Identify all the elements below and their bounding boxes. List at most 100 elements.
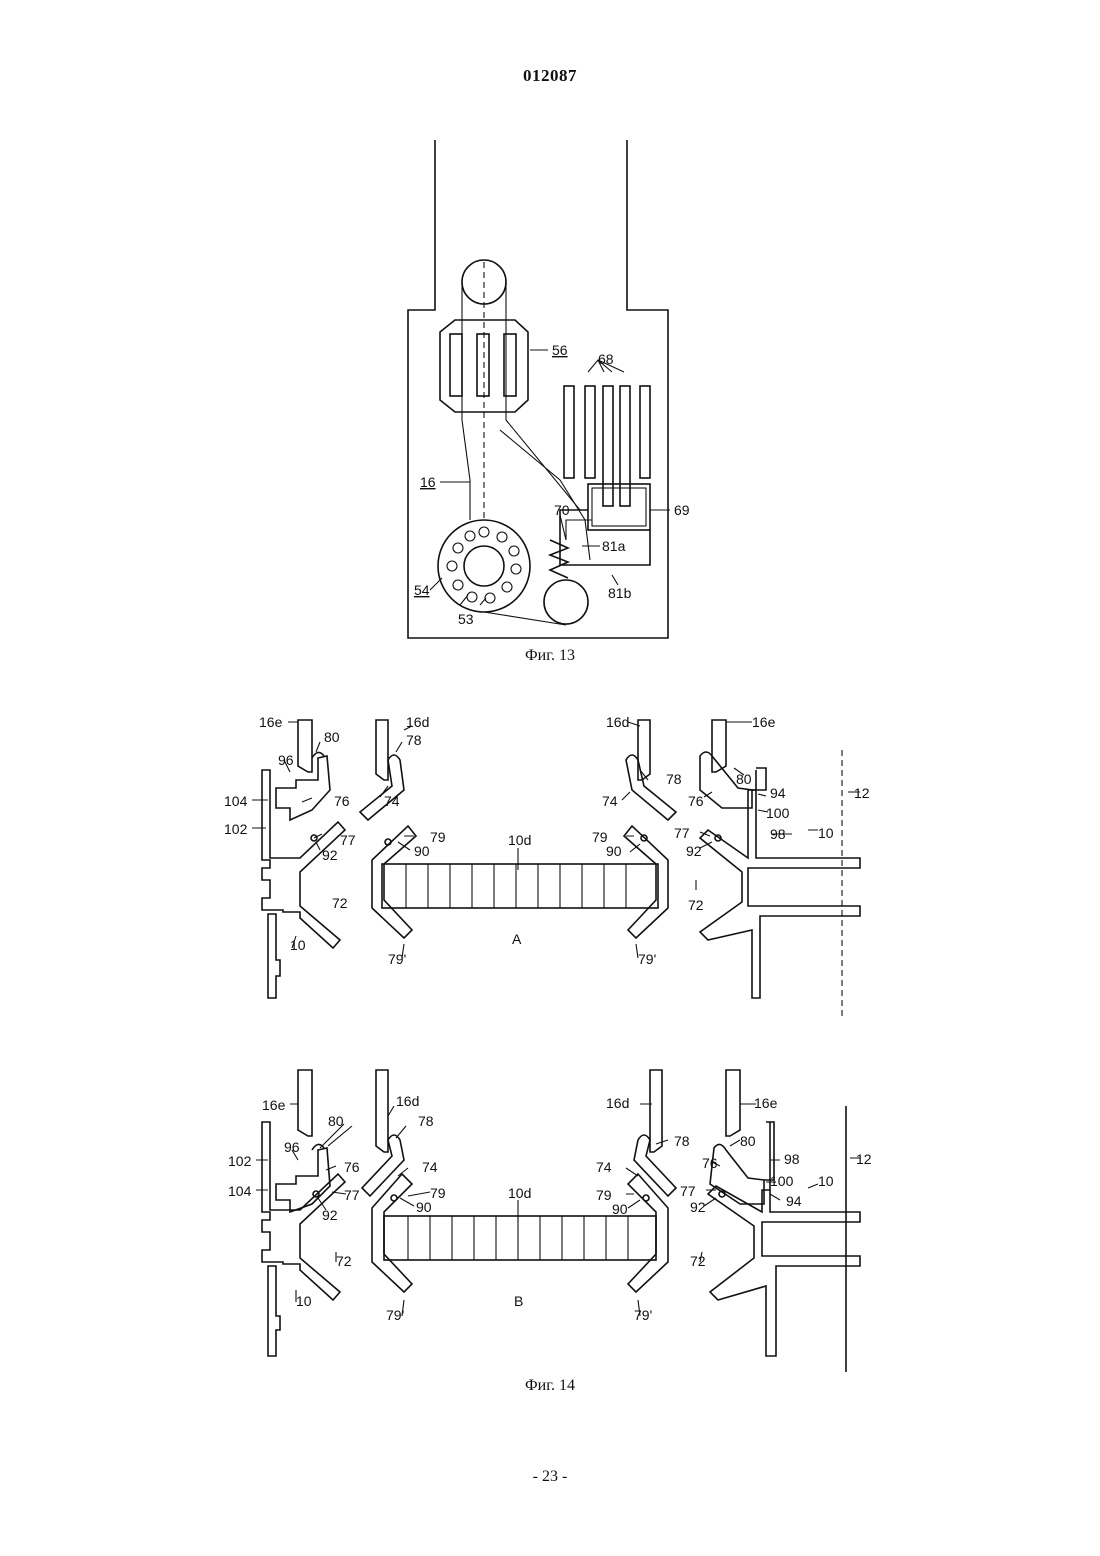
bracket-94-100-a — [752, 768, 766, 790]
label-80-right-a: 80 — [736, 771, 752, 787]
label-77-right-b: 77 — [680, 1183, 696, 1199]
label-100-a: 100 — [766, 805, 790, 821]
label-79-left-a: 79 — [430, 829, 446, 845]
label-78-left-b: 78 — [418, 1113, 434, 1129]
label-104-b: 104 — [228, 1183, 252, 1199]
label-16e-left-b: 16e — [262, 1097, 286, 1113]
bracket-94-100-b — [764, 1122, 774, 1180]
conveyor-10d-b-slats — [408, 1216, 628, 1260]
label-78-left-a: 78 — [406, 732, 422, 748]
label-92-right-b: 92 — [690, 1199, 706, 1215]
leader-70 — [560, 515, 566, 540]
label-102-a: 102 — [224, 821, 248, 837]
flap-79-right-a — [624, 826, 668, 938]
label-10-left-a: 10 — [290, 937, 306, 953]
label-92-left-a: 92 — [322, 847, 338, 863]
label-96-b: 96 — [284, 1139, 300, 1155]
leader-81b — [612, 575, 618, 585]
figure-14-caption: Фиг. 14 — [0, 1377, 1100, 1395]
label-76-left-b: 76 — [344, 1159, 360, 1175]
label-53: 53 — [458, 611, 474, 627]
label-72-right-a: 72 — [688, 897, 704, 913]
figure-14-panel-a: 16e 80 16d 78 96 104 76 74 102 77 92 79 … — [224, 714, 870, 1020]
label-54: 54 — [414, 582, 430, 598]
rod-16e-left-b — [298, 1070, 312, 1136]
arm-74-left-a — [360, 755, 404, 820]
slot-56-2 — [477, 334, 489, 396]
arm-74-right-a — [626, 755, 676, 820]
label-16e-right-b: 16e — [754, 1095, 778, 1111]
figure-13-caption: Фиг. 13 — [0, 647, 1100, 665]
conveyor-10d-b — [384, 1216, 656, 1260]
conveyor-10d-a — [382, 864, 658, 908]
flap-79-left-b — [372, 1174, 412, 1292]
label-80-right-b: 80 — [740, 1133, 756, 1149]
panel-letter-b: B — [514, 1293, 523, 1309]
label-77-right-a: 77 — [674, 825, 690, 841]
spring-70 — [550, 540, 568, 578]
label-102-b: 102 — [228, 1153, 252, 1169]
label-16d-right-b: 16d — [606, 1095, 629, 1111]
flap-79-left-a — [372, 826, 416, 938]
label-81b: 81b — [608, 585, 632, 601]
label-10d-b: 10d — [508, 1185, 531, 1201]
label-74-left-a: 74 — [384, 793, 400, 809]
label-10-right-b: 10 — [818, 1173, 834, 1189]
label-72-left-b: 72 — [336, 1253, 352, 1269]
label-77-left-a: 77 — [340, 832, 356, 848]
electrode-68-5 — [640, 386, 650, 478]
label-76-right-a: 76 — [688, 793, 704, 809]
label-70: 70 — [554, 502, 570, 518]
label-12-a: 12 — [854, 785, 870, 801]
unit-69-inner — [592, 488, 646, 526]
electrode-68-1 — [564, 386, 574, 478]
slot-56-1 — [450, 334, 462, 396]
label-16d-left-a: 16d — [406, 714, 429, 730]
label-16e-right-a: 16e — [752, 714, 776, 730]
belt-left-edge — [462, 282, 470, 520]
label-98-b: 98 — [784, 1151, 800, 1167]
bracket-76-right-b — [710, 1144, 764, 1204]
label-90-right-a: 90 — [606, 843, 622, 859]
label-81a: 81a — [602, 538, 626, 554]
conveyor-10d-a-slats — [406, 864, 626, 908]
rod-16d-left-a — [376, 720, 388, 780]
label-78-right-b: 78 — [674, 1133, 690, 1149]
label-10d-a: 10d — [508, 832, 531, 848]
label-77-left-b: 77 — [344, 1187, 360, 1203]
pin-90-right-b — [643, 1195, 649, 1201]
label-96-a: 96 — [278, 752, 294, 768]
label-92-right-a: 92 — [686, 843, 702, 859]
label-72-right-b: 72 — [690, 1253, 706, 1269]
label-92-left-b: 92 — [322, 1207, 338, 1223]
label-79p-right-b: 79' — [634, 1307, 652, 1323]
label-10-right-a: 10 — [818, 825, 834, 841]
label-74-right-b: 74 — [596, 1159, 612, 1175]
belt-right-edge — [506, 282, 580, 510]
electrode-68-2 — [585, 386, 595, 478]
label-69: 69 — [674, 502, 690, 518]
label-78-right-a: 78 — [666, 771, 682, 787]
label-90-left-a: 90 — [414, 843, 430, 859]
label-79-right-b: 79 — [596, 1187, 612, 1203]
label-56: 56 — [552, 342, 568, 358]
label-79p-right-a: 79' — [638, 951, 656, 967]
label-72-left-a: 72 — [332, 895, 348, 911]
label-94-a: 94 — [770, 785, 786, 801]
rod-16d-left-b — [376, 1070, 388, 1152]
label-10-left-b: 10 — [296, 1293, 312, 1309]
leader-54 — [430, 578, 442, 590]
label-98-a: 98 — [770, 826, 786, 842]
rod-16e-right-b — [726, 1070, 740, 1136]
pin-90-left-b — [391, 1195, 397, 1201]
label-16e-left-a: 16e — [259, 714, 283, 730]
label-68: 68 — [598, 351, 614, 367]
label-16d-left-b: 16d — [396, 1093, 419, 1109]
label-74-right-a: 74 — [602, 793, 618, 809]
label-12-b: 12 — [856, 1151, 872, 1167]
label-79p-left-a: 79' — [388, 951, 406, 967]
roller-54 — [438, 520, 530, 612]
label-74-left-b: 74 — [422, 1159, 438, 1175]
figure-14-panel-b: 16e 80 16d 78 96 102 76 74 104 77 79 92 … — [228, 1070, 872, 1372]
